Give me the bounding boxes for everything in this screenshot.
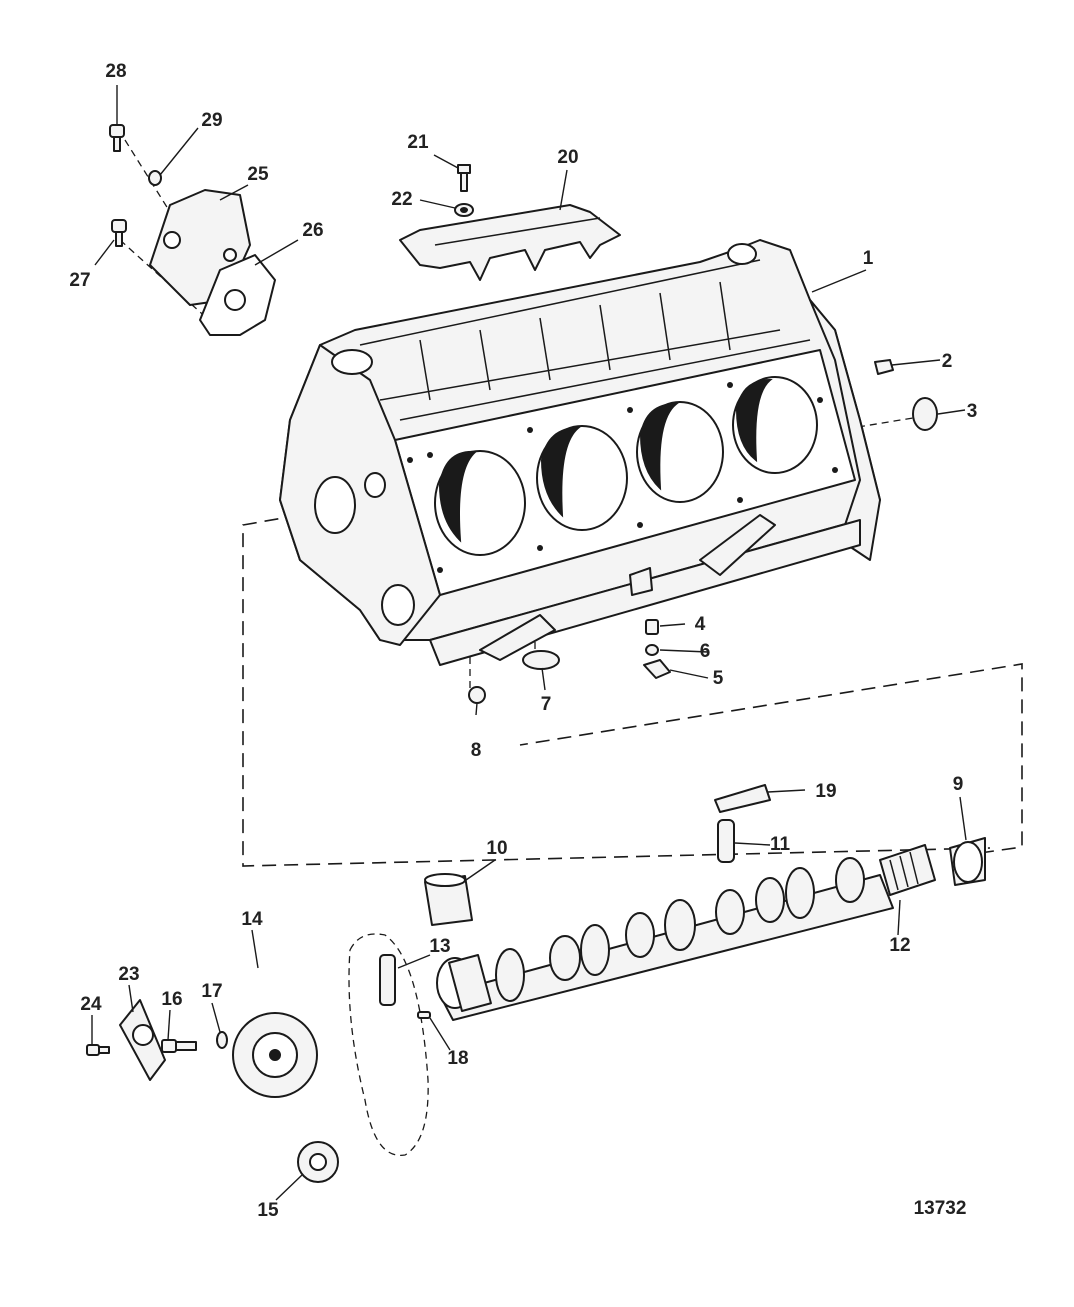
leader-lines	[91, 85, 967, 1201]
washer-17	[216, 1031, 228, 1049]
callout-14: 14	[241, 909, 263, 930]
callout-12: 12	[889, 935, 910, 956]
cam-bearing-front	[424, 873, 473, 926]
callout-13: 13	[429, 936, 450, 957]
callout-27: 27	[69, 270, 90, 291]
lifter-retainer-bracket	[399, 204, 621, 281]
small-parts	[454, 164, 938, 704]
callout-24: 24	[80, 994, 102, 1015]
screw-24	[86, 1044, 110, 1056]
cam-bearing-rear	[949, 837, 986, 886]
callout-15: 15	[257, 1200, 279, 1221]
bolt-16	[161, 1039, 197, 1053]
callout-10: 10	[486, 838, 507, 859]
timing-chain	[348, 933, 429, 1156]
engine-block	[279, 239, 881, 666]
thrust-plate	[119, 999, 166, 1081]
figure-number: 13732	[914, 1198, 967, 1219]
callout-22: 22	[391, 189, 412, 210]
head-bolt-holes	[407, 382, 838, 573]
fuel-pump-plate-assembly	[109, 124, 276, 336]
callout-23: 23	[118, 964, 139, 985]
callout-16: 16	[161, 989, 182, 1010]
callout-21: 21	[407, 132, 429, 153]
callout-25: 25	[247, 164, 269, 185]
callout-1: 1	[863, 248, 874, 269]
camshaft-sprocket	[232, 1012, 318, 1098]
callout-8: 8	[471, 740, 482, 761]
distributor-gear-teeth	[889, 851, 919, 891]
crankshaft-sprocket	[297, 1141, 339, 1183]
lifter-guide	[714, 784, 771, 813]
callout-7: 7	[541, 694, 552, 715]
valve-lifter	[717, 819, 735, 863]
callout-6: 6	[700, 641, 711, 662]
callout-4: 4	[695, 614, 706, 635]
callout-2: 2	[942, 351, 953, 372]
callout-17: 17	[201, 981, 222, 1002]
callout-9: 9	[953, 774, 964, 795]
callout-29: 29	[201, 110, 222, 131]
callout-18: 18	[447, 1048, 468, 1069]
callout-20: 20	[557, 147, 578, 168]
callout-5: 5	[713, 668, 724, 689]
dowel-pin	[417, 1011, 431, 1019]
callout-26: 26	[302, 220, 323, 241]
camshaft	[436, 844, 936, 1021]
callout-3: 3	[967, 401, 978, 422]
callout-labels: 1 2 3 4 5 6 7 8 9 10 11 12 13 14 15 16 1…	[69, 61, 977, 1221]
callout-28: 28	[105, 61, 126, 82]
callout-11: 11	[770, 834, 791, 855]
callout-19: 19	[815, 781, 836, 802]
